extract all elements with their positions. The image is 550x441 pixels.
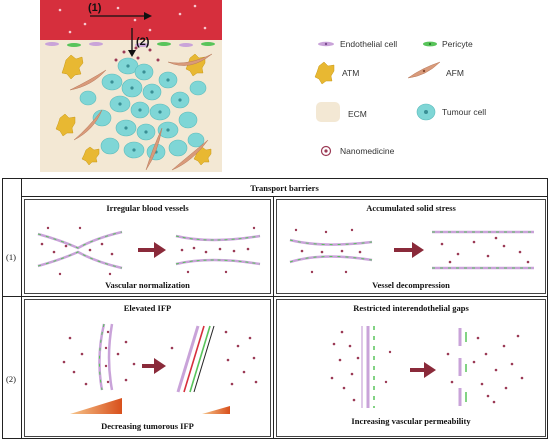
cell-border-2 xyxy=(276,199,546,294)
header-divider xyxy=(21,196,548,197)
illustration-vascular-permeability xyxy=(330,326,524,408)
ecm-icon xyxy=(316,102,340,122)
tumour-cell-icon xyxy=(416,103,436,121)
legend-ecm: ECM xyxy=(348,109,367,119)
row-label-divider xyxy=(21,178,22,439)
schematic-label-2: (2) xyxy=(136,36,150,48)
legend-tumour: Tumour cell xyxy=(442,107,487,117)
illustration-vessel-decompression xyxy=(289,228,534,274)
cell-border-1 xyxy=(24,199,271,294)
legend-nanomedicine: Nanomedicine xyxy=(340,146,395,156)
schematic-label-1: (1) xyxy=(88,2,102,14)
row-label-2: (2) xyxy=(6,374,16,384)
cell-border-4 xyxy=(276,299,546,437)
legend-endothelial: Endothelial cell xyxy=(340,39,398,49)
cell-border-3 xyxy=(24,299,271,437)
table-title: Transport barriers xyxy=(250,183,319,193)
cell-title-elevated-ifp: Elevated IFP xyxy=(123,303,172,313)
transport-barriers-table xyxy=(2,178,548,439)
legend: Endothelial cell Pericyte ATM AFM ECM Tu… xyxy=(290,30,540,160)
caption-vessel-decompression: Vessel decompression xyxy=(372,280,450,290)
blood-vessel xyxy=(40,0,222,40)
pericyte-icon xyxy=(423,41,437,47)
endothelial-cell-icon xyxy=(318,41,334,47)
legend-pericyte: Pericyte xyxy=(442,39,473,49)
tumour-schematic: (1) (2) xyxy=(40,0,222,172)
illustration-decreasing-ifp xyxy=(62,323,258,414)
row-label-1: (1) xyxy=(6,252,16,262)
illustration-vascular-normalization xyxy=(37,226,261,276)
row-divider xyxy=(2,296,548,297)
nanomedicine-icon xyxy=(320,145,332,157)
atm-icon xyxy=(314,61,335,85)
cell-title-irregular: Irregular blood vessels xyxy=(106,203,189,213)
column-divider xyxy=(273,196,274,439)
legend-atm: ATM xyxy=(342,68,360,78)
cell-title-solid-stress: Accumulated solid stress xyxy=(366,203,456,213)
cell-title-interendothelial: Restricted interendothelial gaps xyxy=(353,303,469,313)
caption-vascular-normalization: Vascular normalization xyxy=(105,280,190,290)
legend-afm: AFM xyxy=(446,68,464,78)
caption-increasing-permeability: Increasing vascular permeability xyxy=(351,416,471,426)
caption-decreasing-ifp: Decreasing tumorous IFP xyxy=(101,421,194,431)
afm-icon xyxy=(407,61,441,79)
